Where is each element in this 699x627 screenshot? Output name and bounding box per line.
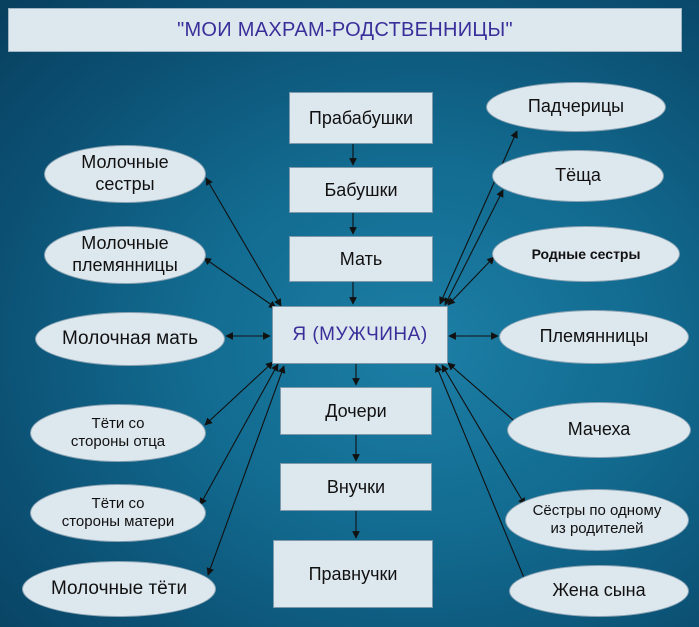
node-label-line2: из родителей: [550, 520, 644, 537]
connector-left-6: [206, 365, 286, 576]
node-mother: Мать: [289, 236, 433, 282]
connector-right-7: [435, 364, 528, 586]
node-milk-aunts: Молочные тёти: [22, 561, 216, 617]
node-label-line1: Тёти со: [91, 415, 145, 432]
node-label-line2: сестры: [95, 174, 155, 194]
node-mother-in-law: Тёща: [492, 150, 664, 202]
node-label: Внучки: [326, 476, 386, 497]
node-label-line1: Молочные тёти: [50, 577, 188, 599]
node-label-line1: Родные сестры: [531, 245, 641, 262]
node-label-line1: Молочная мать: [62, 327, 198, 349]
node-label-line1: Мачеха: [567, 419, 631, 440]
connector-right-5: [447, 362, 521, 427]
node-label-line1: Жена сына: [552, 580, 646, 601]
center-label: Я (МУЖЧИНА): [292, 324, 428, 345]
connector-left-4: [204, 361, 274, 426]
diagram-title: "МОИ МАХРАМ-РОДСТВЕННИЦЫ": [177, 18, 513, 41]
node-label: Правнучки: [308, 563, 398, 584]
connector-right-3: [447, 256, 495, 306]
node-label-line1: Падчерицы: [527, 96, 625, 117]
node-label-line1: Сёстры по одному: [532, 502, 662, 519]
node-label-line2: племянницы: [72, 255, 178, 275]
node-label: Дочери: [325, 400, 387, 421]
title-box: "МОИ МАХРАМ-РОДСТВЕННИЦЫ": [8, 8, 682, 52]
node-daughters: Дочери: [280, 387, 432, 435]
node-full-sisters: Родные сестры: [492, 226, 680, 282]
node-milk-mother: Молочная мать: [35, 312, 225, 366]
node-label: Мать: [339, 248, 383, 269]
node-label-line1: Молочные: [81, 152, 169, 173]
node-granddaughters: Внучки: [280, 463, 432, 511]
node-stepmother: Мачеха: [507, 402, 691, 458]
connector-left-1: [205, 177, 282, 307]
connector-right-1: [439, 130, 518, 305]
node-center-me: Я (МУЖЧИНА): [272, 306, 448, 364]
node-stepdaughters: Падчерицы: [486, 82, 666, 132]
node-grandmothers: Бабушки: [289, 167, 433, 213]
node-label: Бабушки: [324, 179, 398, 200]
node-label-line1: Тёща: [555, 165, 601, 186]
node-label-line2: стороны отца: [70, 433, 166, 450]
node-label-line1: Молочные: [81, 233, 169, 254]
node-great-grandmothers: Прабабушки: [289, 92, 433, 144]
connector-left-5: [199, 363, 279, 506]
node-label-line1: Племянницы: [539, 326, 649, 347]
node-label-line1: Тёти со: [91, 495, 145, 512]
node-daughter-in-law: Жена сына: [509, 565, 689, 617]
node-label-line2: стороны матери: [61, 513, 175, 530]
node-label: Прабабушки: [308, 107, 414, 128]
node-great-granddaughters: Правнучки: [273, 540, 433, 608]
connector-left-2: [203, 257, 277, 309]
node-nieces: Племянницы: [499, 310, 689, 364]
